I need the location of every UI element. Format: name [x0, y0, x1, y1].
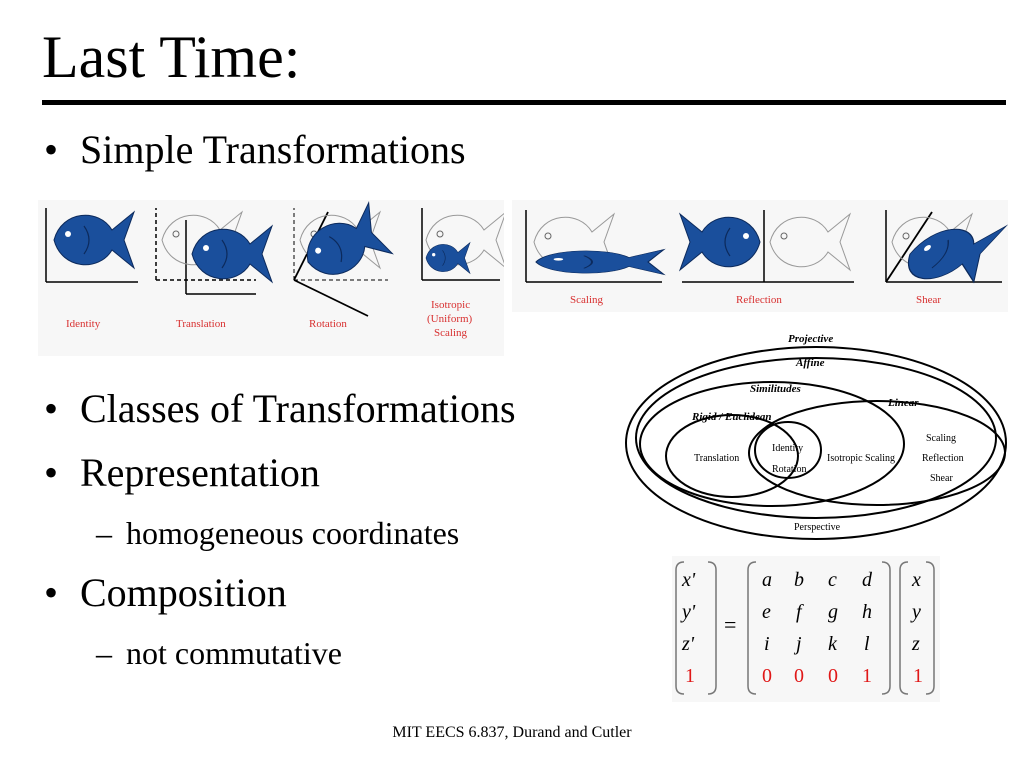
m-d: d — [862, 569, 873, 591]
scaling-figure: Scaling — [525, 210, 665, 306]
m-c: c — [828, 569, 837, 591]
label-reflection: Reflection — [922, 453, 964, 464]
caption-iso-1: Isotropic — [431, 299, 470, 311]
caption-identity: Identity — [66, 318, 101, 330]
transformation-classes-diagram: Projective Affine Similitudes Linear Rig… — [625, 333, 1007, 540]
label-similitudes: Similitudes — [750, 383, 801, 395]
title-underline — [42, 100, 1006, 105]
isotropic-scaling-figure: Isotropic (Uniform) Scaling — [421, 208, 507, 339]
label-identity: Identity — [772, 443, 803, 454]
homogeneous-matrix: x' y' z' 1 = a b c d e f g h i j k l 0 0… — [672, 556, 940, 702]
label-rigid: Rigid / Euclidean — [691, 411, 771, 423]
caption-rotation: Rotation — [309, 318, 347, 330]
equals-sign: = — [724, 612, 736, 637]
m-g: g — [828, 601, 838, 623]
m-0-2: 0 — [794, 665, 804, 687]
simple-transforms-figure-2: Scaling Reflection Shear — [525, 210, 1007, 306]
m-i: i — [764, 633, 770, 655]
sub-text: not commutative — [126, 635, 342, 671]
bullet-classes: • Classes of Transformations — [44, 386, 516, 432]
linear-ellipse — [748, 400, 1006, 506]
bullet-glyph: • — [44, 127, 59, 172]
rotation-figure: Rotation — [293, 202, 393, 330]
caption-reflection: Reflection — [736, 294, 782, 306]
simple-transforms-panel-1: Identity Translation Rotation — [38, 200, 507, 356]
label-translation: Translation — [694, 453, 739, 464]
lhs-x: x' — [681, 569, 696, 591]
lhs-z: z' — [681, 633, 695, 655]
simple-transforms-panel-2: Scaling Reflection Shear — [512, 200, 1008, 312]
reflection-figure: Reflection — [679, 210, 854, 306]
bullet-text: Classes of Transformations — [80, 386, 516, 431]
m-0-1: 0 — [762, 665, 772, 687]
translation-figure: Translation — [155, 208, 273, 330]
m-h: h — [862, 601, 872, 623]
m-k: k — [828, 633, 838, 655]
bullet-glyph: • — [44, 570, 59, 615]
label-projective: Projective — [788, 333, 833, 345]
label-linear: Linear — [887, 397, 919, 409]
rhs-z: z — [911, 633, 920, 655]
simple-transforms-figure-1: Identity Translation Rotation — [45, 202, 507, 339]
rhs-y: y — [910, 601, 921, 623]
label-perspective: Perspective — [794, 522, 841, 533]
label-isotropic-scaling: Isotropic Scaling — [827, 453, 895, 464]
sub-homogeneous: –homogeneous coordinates — [96, 514, 459, 552]
sub-text: homogeneous coordinates — [126, 515, 460, 551]
rigid-ellipse — [665, 414, 799, 498]
m-a: a — [762, 569, 772, 591]
similitudes-ellipse — [639, 381, 905, 507]
lhs-w: 1 — [685, 665, 695, 687]
label-rotation: Rotation — [772, 464, 806, 475]
caption-shear: Shear — [916, 294, 941, 306]
identity-rotation-ellipse — [754, 421, 822, 479]
label-shear: Shear — [930, 473, 953, 484]
shear-figure: Shear — [885, 210, 1007, 306]
bullet-glyph: • — [44, 450, 59, 495]
caption-iso-3: Scaling — [434, 327, 467, 339]
affine-ellipse — [635, 357, 997, 519]
m-j: j — [793, 633, 802, 655]
sub-not-commutative: –not commutative — [96, 634, 342, 672]
m-e: e — [762, 601, 771, 623]
rhs-w: 1 — [913, 665, 923, 687]
bullet-simple-transformations: • Simple Transformations — [44, 127, 466, 173]
slide-footer: MIT EECS 6.837, Durand and Cutler — [392, 724, 632, 741]
m-l: l — [864, 633, 870, 655]
m-0-3: 0 — [828, 665, 838, 687]
bullet-text: Representation — [80, 450, 320, 495]
label-scaling: Scaling — [926, 433, 956, 444]
slide-title: Last Time: — [42, 24, 301, 90]
dash-glyph: – — [96, 635, 112, 671]
lhs-y: y' — [680, 601, 696, 623]
projective-ellipse — [625, 346, 1007, 540]
rhs-x: x — [911, 569, 921, 591]
dash-glyph: – — [96, 515, 112, 551]
caption-scaling: Scaling — [570, 294, 603, 306]
bullet-glyph: • — [44, 386, 59, 431]
bullet-text: Composition — [80, 570, 287, 615]
caption-iso-2: (Uniform) — [427, 313, 473, 325]
identity-figure: Identity — [45, 208, 138, 330]
m-b: b — [794, 569, 804, 591]
caption-translation: Translation — [176, 318, 226, 330]
m-1: 1 — [862, 665, 872, 687]
bullet-text: Simple Transformations — [80, 127, 466, 172]
label-affine: Affine — [795, 357, 825, 369]
bullet-composition: • Composition — [44, 570, 287, 616]
m-f: f — [796, 601, 804, 623]
bullet-representation: • Representation — [44, 450, 320, 496]
